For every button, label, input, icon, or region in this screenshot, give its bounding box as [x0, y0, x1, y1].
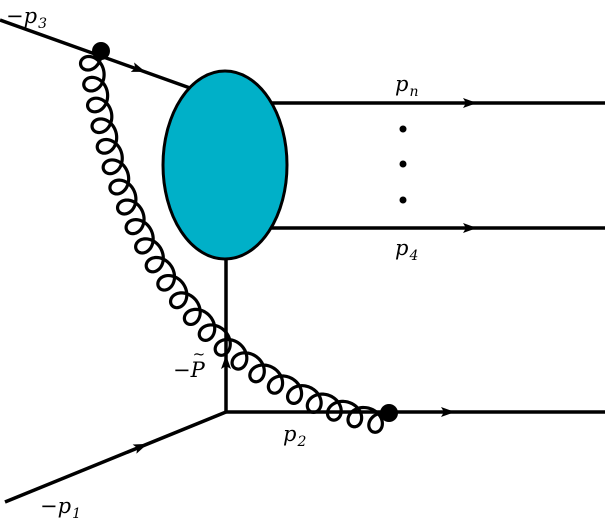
vertex-p3	[92, 42, 110, 60]
label-p2: p2	[283, 422, 307, 450]
gluon-line	[78, 50, 390, 434]
label-p1: −p1	[40, 494, 81, 522]
vertex-p2	[380, 404, 398, 422]
label-ptilde: −P	[173, 347, 205, 381]
ellipsis-dot	[399, 196, 407, 204]
interaction-blob	[161, 69, 289, 261]
line-p1	[4, 410, 227, 504]
label-pn: pn	[395, 72, 419, 100]
ellipsis-dot	[399, 160, 407, 168]
label-p3: −p3	[6, 4, 47, 32]
label-p4: p4	[395, 236, 419, 264]
ellipsis-dot	[399, 125, 407, 133]
